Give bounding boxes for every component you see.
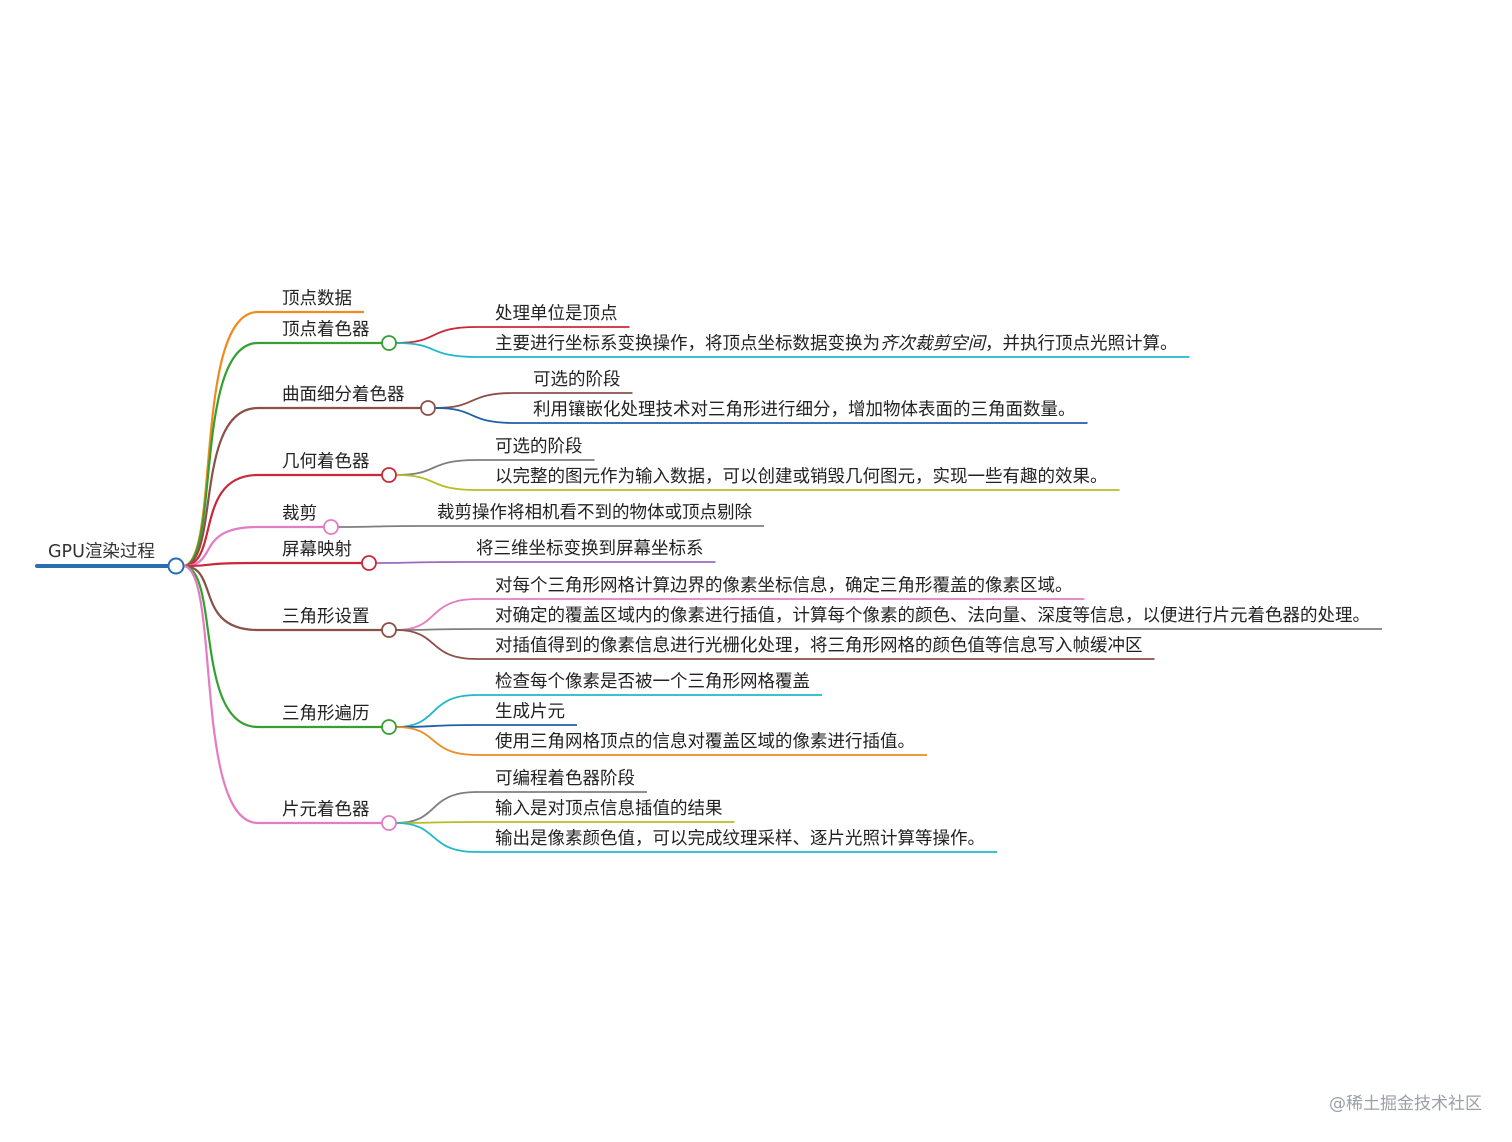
child-connector-3-1 <box>395 474 478 491</box>
child-connector-8-0 <box>395 791 478 824</box>
child-label-1-0: 处理单位是顶点 <box>495 304 618 324</box>
child-connector-1-1 <box>395 342 478 358</box>
branch-toggle-6[interactable] <box>381 622 397 638</box>
child-label-6-1: 对确定的覆盖区域内的像素进行插值，计算每个像素的颜色、法向量、深度等信息，以便进… <box>495 606 1370 626</box>
branch-connector-5 <box>182 561 259 568</box>
child-connector-7-0 <box>395 694 478 728</box>
child-label-3-0: 可选的阶段 <box>495 437 583 457</box>
child-connector-3-0 <box>395 459 478 476</box>
child-label-1-1: 主要进行坐标系变换操作，将顶点坐标数据变换为齐次裁剪空间，并执行顶点光照计算。 <box>495 334 1178 354</box>
branch-toggle-8[interactable] <box>381 815 397 831</box>
child-connector-6-1 <box>395 628 478 631</box>
child-connector-8-1 <box>395 821 478 824</box>
child-label-7-2: 使用三角网格顶点的信息对覆盖区域的像素进行插值。 <box>495 731 915 752</box>
branch-toggle-3[interactable] <box>381 467 397 483</box>
child-label-1-1-segment-2: ，并执行顶点光照计算。 <box>985 334 1178 354</box>
child-label-6-0: 对每个三角形网格计算边界的像素坐标信息，确定三角形覆盖的像素区域。 <box>495 576 1073 596</box>
child-label-3-1: 以完整的图元作为输入数据，可以创建或销毁几何图元，实现一些有趣的效果。 <box>495 467 1108 487</box>
child-connector-1-0 <box>395 326 478 344</box>
child-label-8-1: 输入是对顶点信息插值的结果 <box>495 799 723 819</box>
child-connector-6-2 <box>395 629 478 660</box>
branch-toggle-7[interactable] <box>381 719 397 735</box>
child-label-1-1-segment-1: 齐次裁剪空间 <box>880 334 987 354</box>
child-connector-2-0 <box>434 392 516 409</box>
root-toggle[interactable] <box>167 557 185 575</box>
branch-connector-7 <box>182 564 259 729</box>
branch-label-5: 屏幕映射 <box>282 540 352 560</box>
branch-label-8: 片元着色器 <box>282 800 370 820</box>
branch-label-3: 几何着色器 <box>282 452 370 472</box>
branch-connector-1 <box>182 341 259 568</box>
branch-label-6: 三角形设置 <box>282 607 370 627</box>
branch-connector-8 <box>182 564 259 825</box>
branch-connector-2 <box>182 406 259 568</box>
child-label-8-0: 可编程着色器阶段 <box>495 769 635 789</box>
branch-connector-3 <box>182 473 259 568</box>
branch-connector-4 <box>182 525 259 568</box>
child-label-7-0: 检查每个像素是否被一个三角形网格覆盖 <box>495 672 810 692</box>
branch-toggle-1[interactable] <box>381 335 397 351</box>
child-label-8-2: 输出是像素颜色值，可以完成纹理采样、逐片光照计算等操作。 <box>495 829 985 849</box>
root-node-label: GPU渲染过程 <box>48 542 155 562</box>
child-connector-6-0 <box>395 598 478 631</box>
branch-label-7: 三角形遍历 <box>282 704 370 724</box>
branch-toggle-4[interactable] <box>323 519 339 535</box>
branch-toggle-5[interactable] <box>361 555 377 571</box>
child-label-7-1: 生成片元 <box>495 702 565 722</box>
child-connector-7-2 <box>395 726 478 756</box>
branch-toggle-2[interactable] <box>420 400 436 416</box>
watermark: @稀土掘金技术社区 <box>1329 1094 1482 1114</box>
child-label-1-1-segment-0: 主要进行坐标系变换操作，将顶点坐标数据变换为 <box>495 334 880 354</box>
child-label-6-2: 对插值得到的像素信息进行光栅化处理，将三角形网格的颜色值等信息写入帧缓冲区 <box>495 636 1143 656</box>
child-label-2-1: 利用镶嵌化处理技术对三角形进行细分，增加物体表面的三角面数量。 <box>533 399 1076 420</box>
branch-label-2: 曲面细分着色器 <box>282 385 405 405</box>
child-connector-8-2 <box>395 822 478 853</box>
child-connector-2-1 <box>434 407 516 424</box>
connectors <box>35 310 1382 853</box>
child-connector-5-0 <box>375 561 459 564</box>
child-label-2-0: 可选的阶段 <box>533 370 621 390</box>
branch-label-4: 裁剪 <box>282 504 317 524</box>
branch-label-1: 顶点着色器 <box>282 320 370 340</box>
child-connector-4-0 <box>337 525 420 528</box>
child-connector-7-1 <box>395 724 478 728</box>
child-label-4-0: 裁剪操作将相机看不到的物体或顶点剔除 <box>437 503 752 523</box>
child-label-5-0: 将三维坐标变换到屏幕坐标系 <box>476 539 704 559</box>
branch-label-0: 顶点数据 <box>282 289 352 309</box>
branch-connector-6 <box>182 564 259 632</box>
